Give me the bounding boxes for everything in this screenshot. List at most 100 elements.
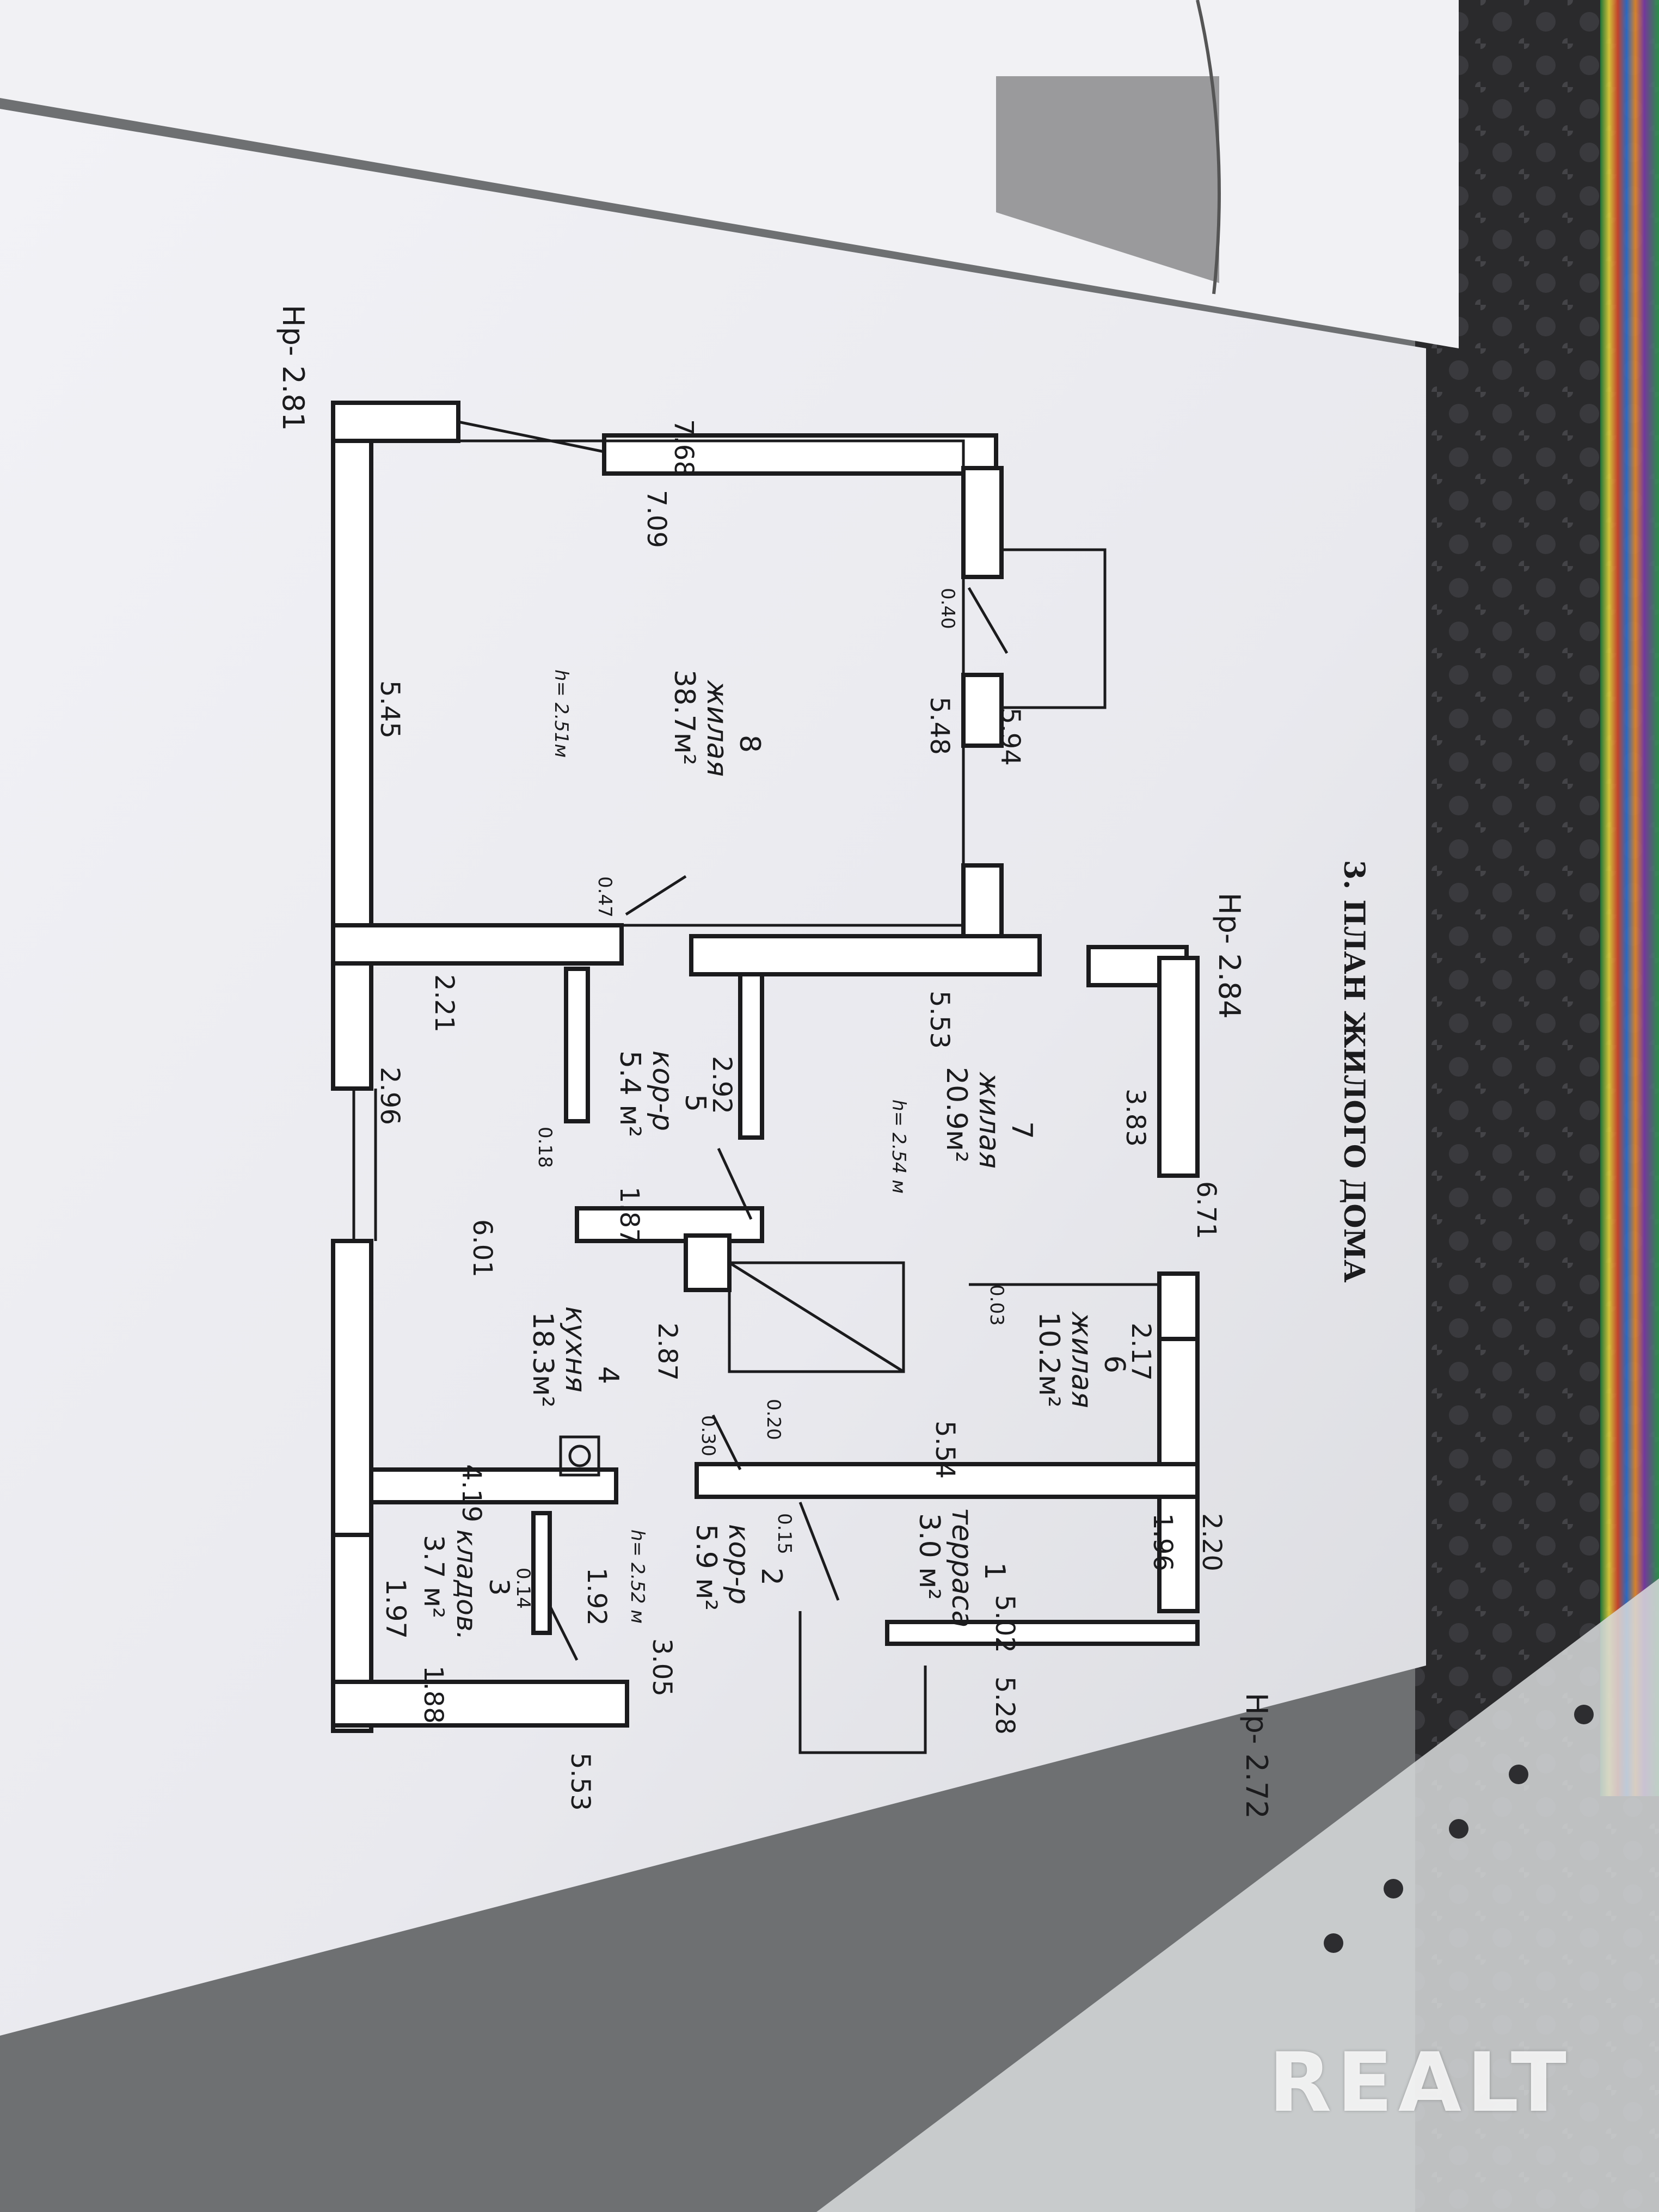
- dim-1-88: 1.88: [418, 1666, 448, 1724]
- dim-5-53b: 5.53: [565, 1753, 595, 1811]
- map-fragment: [996, 76, 1219, 283]
- dim-7-68: 7.68: [668, 419, 699, 477]
- wall-interior-6-2: [695, 1462, 1200, 1499]
- stove-block: [575, 1206, 764, 1243]
- terrace-frame: [885, 1620, 1200, 1646]
- room2-name: кор-р: [722, 1524, 755, 1605]
- dim-5-02: 5.02: [990, 1595, 1020, 1653]
- wall-north-a: [331, 401, 460, 443]
- room4-name: кухня: [559, 1306, 592, 1392]
- elevation-ne: Нр- 2.72: [1239, 1693, 1274, 1819]
- room7-area: 20.9м²: [940, 1067, 973, 1163]
- door-swing-6: [548, 1605, 579, 1661]
- partition-5a: [564, 967, 590, 1123]
- room7-height: h= 2.54 м: [888, 1099, 910, 1194]
- dim-5-48: 5.48: [924, 697, 955, 755]
- door-swing-2: [625, 875, 687, 916]
- door-swing-3: [717, 1147, 753, 1220]
- wall-east-7b: [1157, 956, 1200, 1178]
- room7-name: жилая: [973, 1072, 1005, 1169]
- room7-number: 7: [1005, 1121, 1038, 1139]
- dim-5-94: 5.94: [995, 708, 1025, 766]
- plan-thin-lines: [352, 420, 1159, 1754]
- door-swing-5: [798, 1502, 840, 1601]
- room5-area: 5.4 м²: [613, 1050, 646, 1137]
- room8-height: h= 2.51м: [550, 669, 572, 758]
- dim-2-17: 2.17: [1126, 1323, 1156, 1381]
- dim-6-01: 6.01: [467, 1219, 497, 1277]
- dim-2-21: 2.21: [429, 974, 459, 1033]
- porch-outline: [1001, 548, 1107, 709]
- sink-drain: [568, 1445, 591, 1467]
- dim-0-47: 0.47: [594, 876, 616, 918]
- dim-0-20: 0.20: [763, 1399, 784, 1440]
- room3-number: 3: [483, 1578, 515, 1596]
- realt-watermark: REALT: [1268, 2036, 1572, 2130]
- dim-2-87: 2.87: [652, 1323, 683, 1381]
- wall-west: [331, 401, 373, 933]
- room6-area: 10.2м²: [1033, 1312, 1065, 1408]
- wall-west-lower2: [331, 1239, 373, 1537]
- dim-5-53a: 5.53: [924, 991, 955, 1049]
- fridge-diagonal: [728, 1261, 905, 1373]
- porch-lower: [798, 1611, 927, 1754]
- room5-name: кор-р: [646, 1050, 679, 1131]
- page-title: 3. ПЛАН ЖИЛОГО ДОМА: [1337, 860, 1371, 1282]
- dim-0-15: 0.15: [773, 1513, 795, 1554]
- room5-number: 5: [679, 1094, 711, 1112]
- room2-number: 2: [755, 1568, 788, 1586]
- room3-name: кладов.: [451, 1529, 482, 1640]
- elevation-top: Нр- 2.84: [1212, 893, 1246, 1019]
- wall-room8-east-b: [961, 673, 1004, 748]
- room2-height: h= 2.52 м: [626, 1529, 648, 1624]
- dim-3-83: 3.83: [1120, 1089, 1151, 1147]
- fridge-table: [728, 1261, 905, 1373]
- room6-name: жилая: [1065, 1311, 1098, 1408]
- room8-area: 38.7м²: [668, 669, 701, 765]
- oven: [684, 1233, 732, 1292]
- wall-interior-8-5: [331, 923, 624, 966]
- door-swing-1: [967, 587, 1009, 654]
- dim-0-18: 0.18: [534, 1127, 556, 1168]
- sleeve-holes: [1324, 1705, 1594, 1953]
- windows-north: [458, 420, 605, 453]
- room8-interior: [370, 439, 965, 927]
- dim-7-09: 7.09: [641, 490, 672, 548]
- wall-interior-8-7: [689, 934, 1042, 976]
- wall-interior-4-2: [369, 1467, 618, 1504]
- dim-6-71: 6.71: [1191, 1181, 1221, 1239]
- elevation-nw: Нр- 2.81: [276, 305, 310, 431]
- dim-4-19: 4.19: [456, 1464, 487, 1522]
- room8-name: жилая: [701, 680, 733, 777]
- room2-area: 5.9 м²: [690, 1524, 722, 1611]
- sink: [559, 1435, 600, 1477]
- room6-number: 6: [1098, 1355, 1130, 1373]
- room1-number: 1: [978, 1562, 1011, 1580]
- windows-west: [352, 1089, 377, 1241]
- wall-south-a: [331, 1680, 629, 1728]
- room1-area: 3.0 м²: [913, 1513, 945, 1600]
- dim-0-03: 0.03: [986, 1285, 1007, 1326]
- partition-5b: [738, 972, 764, 1140]
- room3-area: 3.7 м²: [418, 1535, 450, 1618]
- dim-1-92: 1.92: [581, 1568, 612, 1626]
- dim-5-45: 5.45: [374, 680, 405, 739]
- dim-5-28: 5.28: [990, 1676, 1020, 1735]
- wall-room8-east-a: [961, 466, 1004, 579]
- dim-2-96: 2.96: [374, 1067, 405, 1125]
- dim-0-40: 0.40: [937, 588, 958, 629]
- room1-name: терраса: [945, 1508, 978, 1628]
- dim-1-96: 1.96: [1147, 1513, 1178, 1571]
- dim-1-87: 1.87: [614, 1187, 644, 1245]
- dim-1-97: 1.97: [380, 1578, 411, 1639]
- dim-0-30: 0.30: [697, 1415, 719, 1457]
- floor-plan: [331, 401, 1200, 1733]
- plastic-sleeve: [816, 1578, 1659, 2212]
- dim-5-54: 5.54: [930, 1421, 960, 1479]
- room4-number: 4: [592, 1366, 624, 1384]
- room8-number: 8: [733, 735, 766, 753]
- dim-0-14: 0.14: [512, 1568, 534, 1609]
- dim-3-05: 3.05: [647, 1638, 677, 1697]
- map-curve: [1196, 0, 1221, 294]
